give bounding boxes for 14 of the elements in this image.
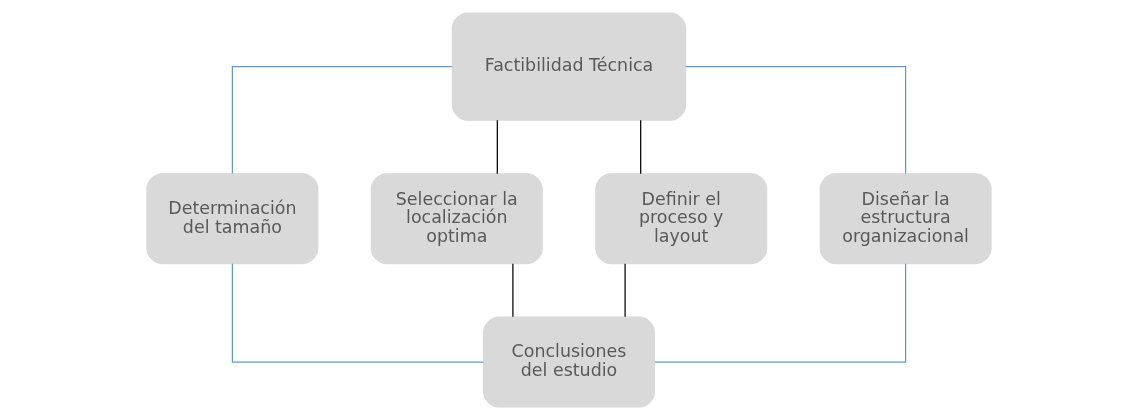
- connector: [512, 263, 514, 318]
- connector: [654, 263, 907, 363]
- node-box: Determinación del tamaño: [146, 173, 319, 265]
- connector: [231, 66, 453, 175]
- node-box: Factibilidad Técnica: [451, 12, 687, 121]
- node-box: Diseñar la estructura organizacional: [819, 173, 992, 265]
- node-box: Seleccionar la localización optima: [370, 173, 543, 265]
- connector: [624, 263, 626, 318]
- connector: [685, 66, 907, 175]
- connector: [640, 119, 642, 175]
- connector: [496, 119, 498, 175]
- connector: [231, 263, 484, 363]
- node-box: Conclusiones del estudio: [482, 316, 656, 408]
- node-box: Definir el proceso y layout: [595, 173, 768, 265]
